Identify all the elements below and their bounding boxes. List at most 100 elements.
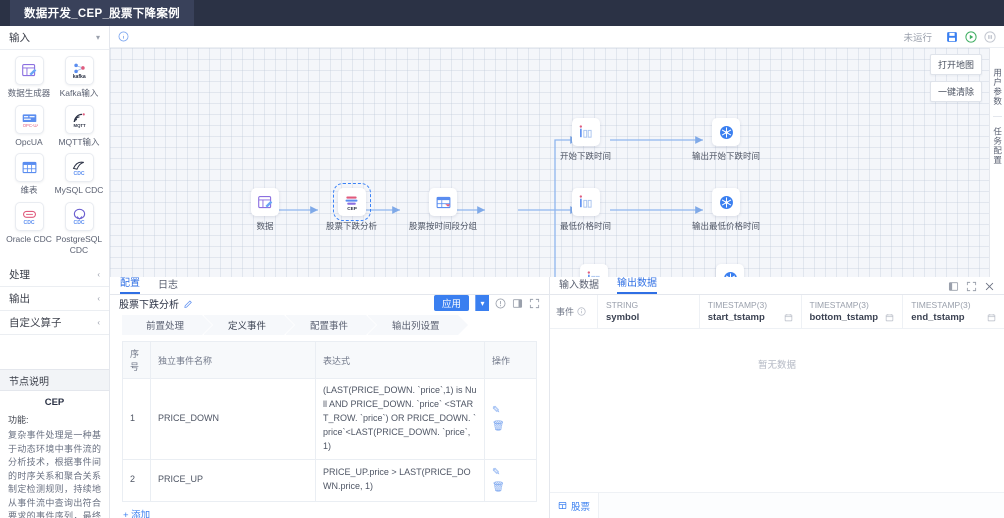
kafka-icon: kafka xyxy=(64,56,94,85)
delete-row-icon[interactable]: 🗑 xyxy=(492,420,505,432)
cell-actions: ✎ 🗑 xyxy=(484,378,537,460)
pencil-icon[interactable] xyxy=(184,299,193,308)
step-pre-process[interactable]: 前置处理 xyxy=(122,315,214,335)
edit-row-icon[interactable]: ✎ xyxy=(492,405,501,417)
edit-row-icon[interactable]: ✎ xyxy=(492,466,501,478)
calendar-icon[interactable] xyxy=(987,313,996,322)
table-row[interactable]: 2 PRICE_UP PRICE_UP.price > LAST(PRICE_D… xyxy=(122,458,537,502)
palette-item-postgresql-cdc[interactable]: CDC PostgreSQL CDC xyxy=(54,201,104,255)
fullscreen-icon[interactable] xyxy=(529,298,540,309)
data-panel-tabs: 输入数据 输出数据 xyxy=(559,274,657,294)
info-icon[interactable] xyxy=(577,307,586,316)
footer-table-item[interactable]: 股票 xyxy=(550,499,598,513)
app-body: 输入 ▾ 数据生成器 xyxy=(0,26,1004,518)
center-column: 未运行 xyxy=(110,26,1004,518)
add-event-button[interactable]: + 添加 xyxy=(123,509,151,518)
data-panel-row-label: 事件 xyxy=(550,295,598,328)
footer-input-area[interactable] xyxy=(598,492,1004,518)
palette-item-data-generator[interactable]: 数据生成器 xyxy=(4,56,54,99)
flow-node-start-drop-time[interactable]: 开始下跌时间 xyxy=(560,118,611,162)
node-description-function-label: 功能: xyxy=(8,415,29,426)
data-column-end-tstamp[interactable]: TIMESTAMP(3) end_tstamp xyxy=(903,295,1004,328)
column-field-name: bottom_tstamp xyxy=(809,312,879,323)
tab-config[interactable]: 配置 xyxy=(120,274,140,294)
palette-item-kafka-input[interactable]: kafka Kafka输入 xyxy=(54,56,104,99)
chart-bar-icon xyxy=(579,264,608,277)
panel-collapse-icon[interactable] xyxy=(948,281,959,292)
config-panel: 配置 日志 股票下跌分析 应用 ▾ xyxy=(110,277,550,518)
flow-node-output-rise-again-time[interactable]: 输出再次上涨时间 xyxy=(696,264,764,277)
chevron-right-icon: ‹ xyxy=(97,294,100,304)
window-tab[interactable]: 数据开发_CEP_股票下降案例 xyxy=(10,0,194,26)
flow-node-lowest-price-time[interactable]: 最低价格时间 xyxy=(560,188,611,232)
flow-node-output-lowest-price-time[interactable]: 输出最低价格时间 xyxy=(692,188,760,232)
sidebar-section-process[interactable]: 处理 ‹ xyxy=(0,263,109,288)
sidebar-section-custom-operator-label: 自定义算子 xyxy=(9,317,62,330)
calendar-icon[interactable] xyxy=(885,313,894,322)
warning-icon[interactable] xyxy=(495,298,506,309)
table-row[interactable]: 1 PRICE_DOWN (LAST(PRICE_DOWN. `price`,1… xyxy=(122,378,537,460)
sidebar-section-input[interactable]: 输入 ▾ xyxy=(0,26,109,50)
palette-item-label: MQTT输入 xyxy=(58,136,100,147)
bottom-area: 配置 日志 股票下跌分析 应用 ▾ xyxy=(110,277,1004,518)
open-map-button[interactable]: 打开地图 xyxy=(929,54,982,75)
panel-collapse-icon[interactable] xyxy=(512,298,523,309)
rail-divider xyxy=(992,116,1002,117)
config-steps: 前置处理 定义事件 配置事件 输出列设置 xyxy=(110,311,549,339)
flow-node-output-start-drop-time[interactable]: 输出开始下跌时间 xyxy=(692,118,760,162)
flow-node-data[interactable]: 数据 xyxy=(251,188,279,232)
flow-node-rise-again-time[interactable]: 再次上涨时间 xyxy=(568,264,619,277)
close-icon[interactable] xyxy=(984,281,995,292)
palette-item-mqtt-input[interactable]: MQTT MQTT输入 xyxy=(54,104,104,148)
data-column-symbol[interactable]: STRING symbol xyxy=(598,295,700,328)
column-field-name: symbol xyxy=(606,312,640,323)
palette-item-dim-table[interactable]: 维表 xyxy=(4,153,54,196)
tab-output-data[interactable]: 输出数据 xyxy=(617,274,657,294)
step-define-event[interactable]: 定义事件 xyxy=(204,315,296,335)
rail-tab-user-params[interactable]: 用户参数 xyxy=(992,68,1003,106)
node-description-body: CEP 功能: 复杂事件处理是一种基于动态环境中事件流的分析技术，根据事件间的时… xyxy=(0,391,109,518)
cell-expression: (LAST(PRICE_DOWN. `price`,1) is Null AND… xyxy=(315,378,485,460)
chevron-down-icon: ▾ xyxy=(95,33,100,42)
data-panel: 输入数据 输出数据 xyxy=(550,277,1004,518)
flow-node-stock-group-by-time[interactable]: 股票按时间段分组 xyxy=(409,188,477,232)
svg-text:CDC: CDC xyxy=(73,220,84,225)
sidebar-section-output[interactable]: 输出 ‹ xyxy=(0,287,109,312)
step-config-event[interactable]: 配置事件 xyxy=(286,315,378,335)
fullscreen-icon[interactable] xyxy=(966,281,977,292)
flow-node-label: 股票下跌分析 xyxy=(326,221,378,231)
node-description-title: CEP xyxy=(44,397,65,409)
run-icon[interactable] xyxy=(965,30,977,43)
sidebar-section-output-label: 输出 xyxy=(9,293,30,306)
canvas-action-buttons: 打开地图 一键清除 xyxy=(929,54,982,102)
tab-input-data[interactable]: 输入数据 xyxy=(559,280,599,291)
column-field: symbol xyxy=(606,312,691,323)
footer-table-label: 股票 xyxy=(571,501,591,513)
delete-row-icon[interactable]: 🗑 xyxy=(492,482,505,494)
save-icon[interactable] xyxy=(946,31,958,43)
info-icon[interactable] xyxy=(118,31,129,42)
table-icon xyxy=(558,501,567,510)
data-column-bottom-tstamp[interactable]: TIMESTAMP(3) bottom_tstamp xyxy=(802,295,904,328)
palette-item-mysql-cdc[interactable]: CDC MySQL CDC xyxy=(54,153,104,196)
rail-tab-task-config[interactable]: 任务配置 xyxy=(992,127,1003,165)
palette-item-opcua[interactable]: OPC-UA OpcUA xyxy=(4,104,54,148)
cell-event-name: PRICE_DOWN xyxy=(150,378,316,460)
apply-dropdown-button[interactable]: ▾ xyxy=(475,295,489,311)
data-column-start-tstamp[interactable]: TIMESTAMP(3) start_tstamp xyxy=(700,295,802,328)
empty-state-text: 暂无数据 xyxy=(757,360,796,371)
flow-node-stock-drop-analysis[interactable]: CEP 股票下跌分析 xyxy=(326,183,378,232)
sidebar-section-custom-operator[interactable]: 自定义算子 ‹ xyxy=(0,311,109,336)
svg-text:kafka: kafka xyxy=(72,74,85,79)
sidebar-spacer xyxy=(0,335,109,370)
data-generator-icon xyxy=(251,188,279,216)
step-output-columns[interactable]: 输出列设置 xyxy=(368,315,469,335)
apply-button[interactable]: 应用 xyxy=(433,295,469,311)
stop-icon[interactable] xyxy=(984,30,996,43)
flow-canvas[interactable]: 数据 CEP 股票下跌分析 xyxy=(110,48,1004,277)
mqtt-icon: MQTT xyxy=(64,104,94,134)
calendar-icon[interactable] xyxy=(784,313,793,322)
clear-all-button[interactable]: 一键清除 xyxy=(929,81,982,102)
palette-item-oracle-cdc[interactable]: CDC Oracle CDC xyxy=(4,201,54,255)
tab-log[interactable]: 日志 xyxy=(158,280,178,291)
